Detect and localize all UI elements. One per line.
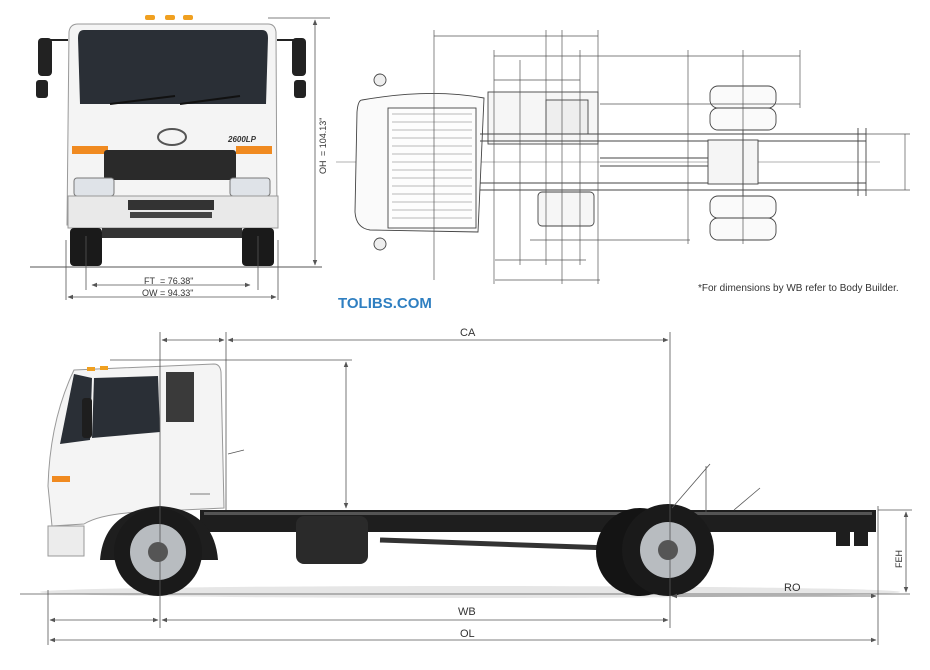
- ca-label: CA: [460, 327, 476, 339]
- side-dimensions: [47, 332, 912, 645]
- oh-value: = 104.13": [318, 118, 328, 156]
- ow-label: OW: [142, 288, 158, 298]
- windshield: [78, 30, 268, 104]
- ft-label: FT: [144, 276, 155, 286]
- front-view: 2600LP FT = 76.38": [30, 15, 330, 300]
- ow-value: = 94.33": [160, 288, 193, 298]
- rear-wheels: [596, 504, 714, 596]
- feh-label: FEH: [894, 550, 904, 568]
- oh-label: OH: [318, 161, 328, 175]
- model-badge: 2600LP: [227, 135, 257, 144]
- ol-label: OL: [460, 628, 475, 640]
- mirrors: [36, 38, 306, 98]
- watermark: TOLIBS.COM: [338, 295, 432, 312]
- body-builder-note: *For dimensions by WB refer to Body Buil…: [698, 283, 899, 294]
- top-fuel-tank: [537, 191, 595, 227]
- ft-value: = 76.38": [160, 276, 193, 286]
- ro-label: RO: [784, 582, 801, 594]
- brand-logo: [157, 128, 187, 146]
- side-fuel-tank: [296, 516, 368, 564]
- grille: [104, 150, 236, 180]
- front-wheel: [100, 506, 218, 596]
- top-view: [336, 30, 910, 284]
- marker-lamps: [145, 15, 193, 20]
- side-view: [20, 363, 910, 598]
- wb-label: WB: [458, 606, 476, 618]
